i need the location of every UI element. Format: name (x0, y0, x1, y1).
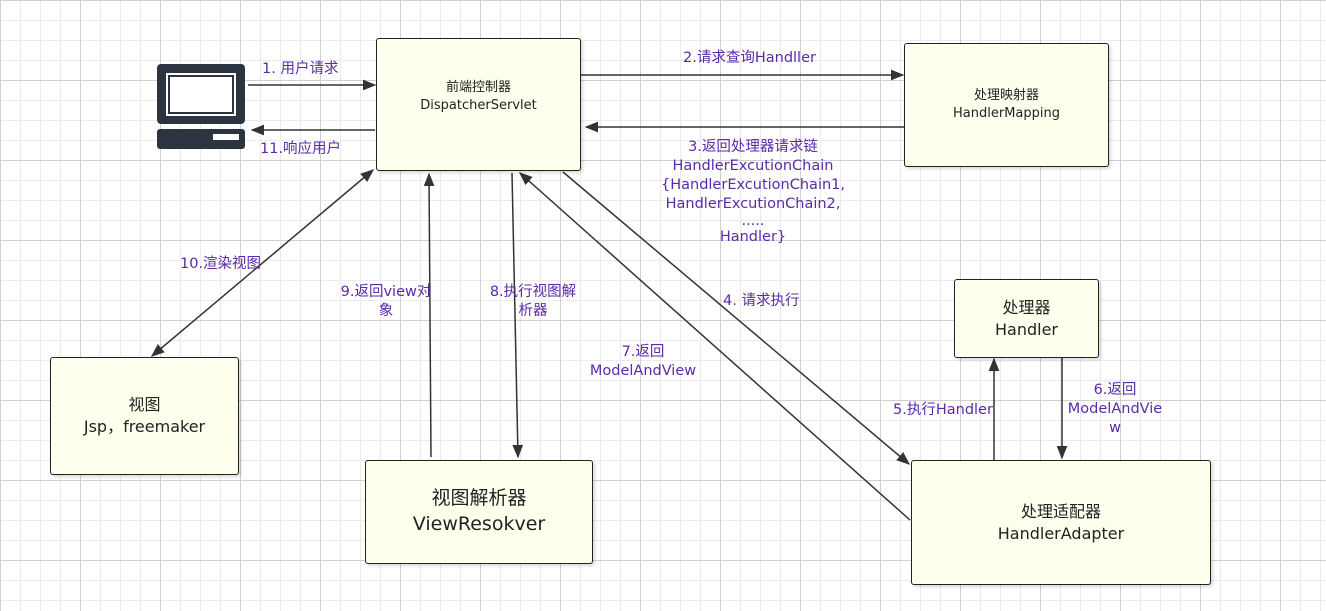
mapping-title: 处理映射器 (973, 88, 1039, 104)
label-10-render-view: 10.渲染视图 (180, 256, 262, 272)
label-9-return-view: 9.返回view对 象 (340, 284, 432, 319)
resolver-title: 视图解析器 (431, 487, 527, 510)
dispatcher-servlet-box: 前端控制器 DispatcherServlet (376, 38, 581, 171)
label-4-request-execute: 4. 请求执行 (723, 293, 800, 309)
label-1-user-request: 1. 用户请求 (262, 61, 339, 77)
computer-icon (157, 64, 245, 149)
label-5-execute-handler: 5.执行Handler (893, 402, 993, 418)
arrow-10-render-view (150, 169, 375, 357)
label-7-return-modelandview: 7.返回 ModelAndView (589, 344, 697, 379)
arrow-4-request-execute (562, 171, 911, 465)
label-11-response: 11.响应用户 (260, 141, 342, 157)
adapter-title: 处理适配器 (1020, 501, 1101, 521)
handler-name: Handler (995, 319, 1058, 339)
handler-mapping-box: 处理映射器 HandlerMapping (904, 43, 1109, 167)
arrow-9-return-view (423, 172, 435, 458)
view-title: 视图 (128, 395, 161, 415)
arrow-8-execute-resolver (511, 172, 524, 459)
label-8-execute-resolver: 8.执行视图解 析器 (489, 284, 577, 319)
view-box: 视图 Jsp，freemaker (50, 357, 239, 475)
handler-box: 处理器 Handler (954, 279, 1099, 358)
dispatcher-name: DispatcherServlet (420, 97, 537, 113)
dispatcher-title: 前端控制器 (445, 80, 511, 95)
view-resolver-box: 视图解析器 ViewResokver (365, 460, 593, 564)
label-3-return-chain: 3.返回处理器请求链 HandlerExcutionChain {Handler… (661, 139, 845, 245)
handler-adapter-box: 处理适配器 HandlerAdapter (911, 460, 1211, 585)
mapping-name: HandlerMapping (953, 106, 1060, 121)
label-2-query-handler: 2.请求查询Handller (683, 50, 816, 66)
label-6-return-modelandview: 6.返回 ModelAndVie w (1067, 382, 1163, 436)
adapter-name: HandlerAdapter (997, 523, 1125, 543)
arrow-7-return-modelandview (518, 172, 911, 521)
resolver-name: ViewResokver (412, 513, 546, 535)
view-name: Jsp，freemaker (83, 417, 206, 436)
handler-title: 处理器 (1002, 297, 1051, 317)
